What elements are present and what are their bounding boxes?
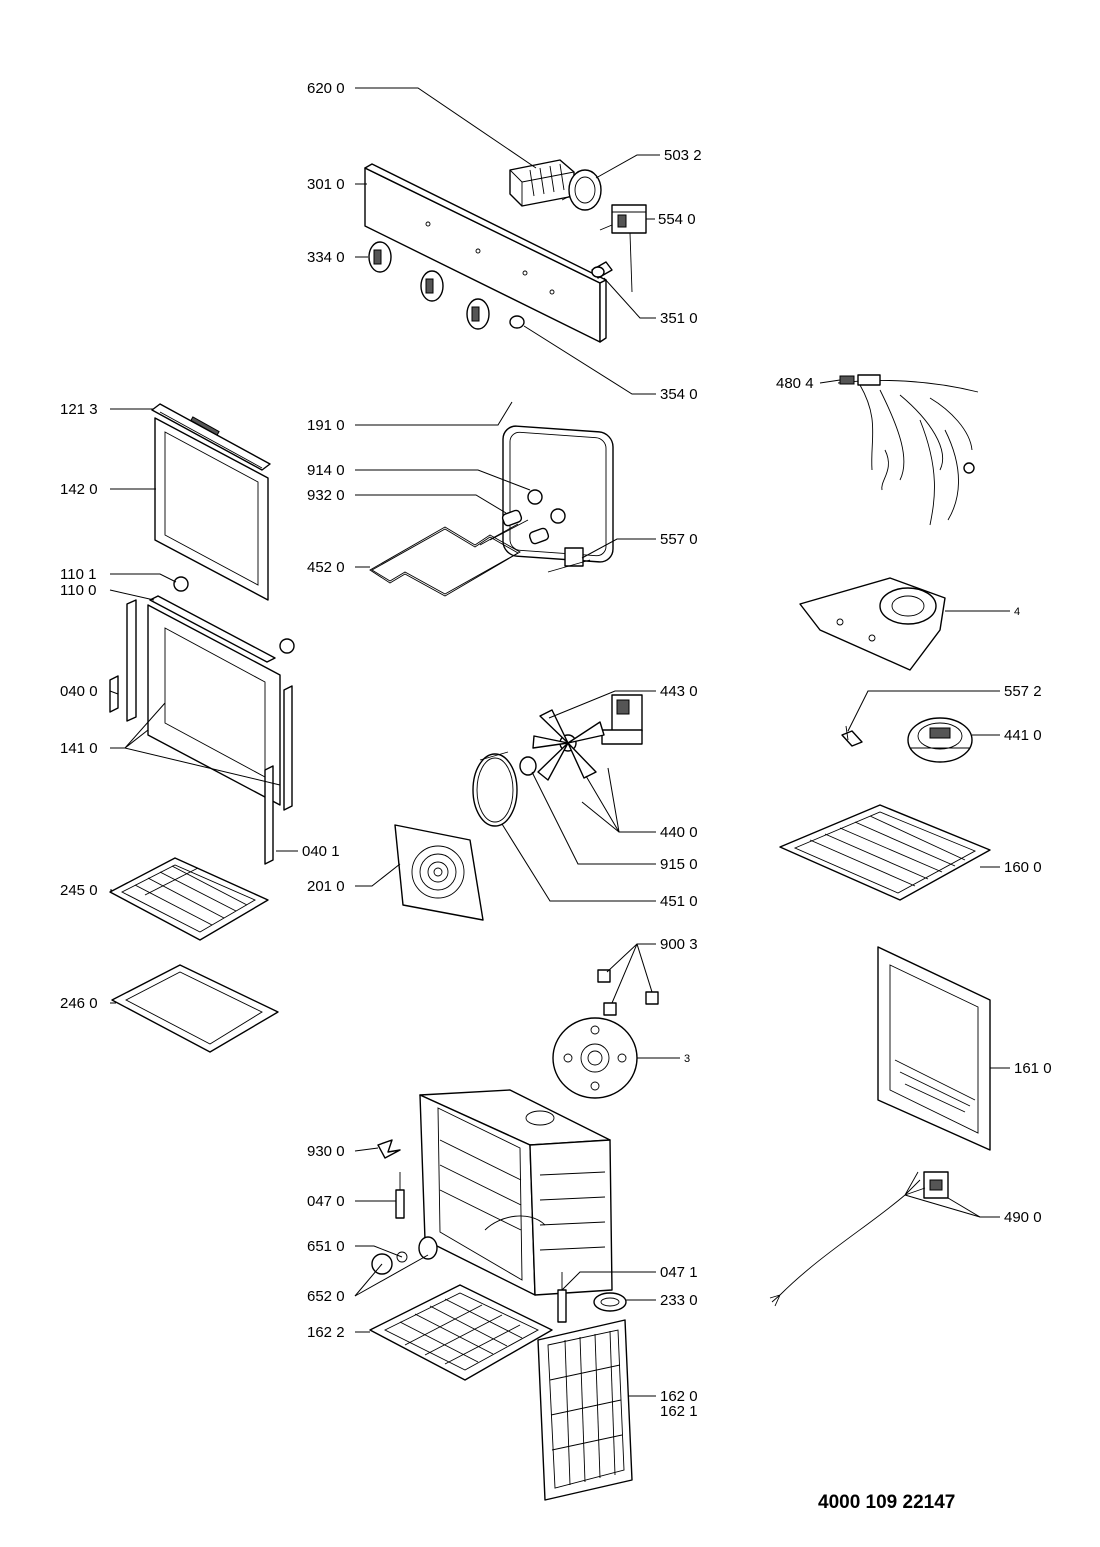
part-drip-tray [111,964,279,1053]
part-fan-cover [394,824,484,921]
label-3: 3 [684,1053,690,1065]
label-141-0: 141 0 [60,740,98,757]
part-catalytic-plate [552,1017,638,1099]
label-162-2: 162 2 [307,1324,345,1341]
part-thermal-cutout [841,725,863,747]
label-915-0: 915 0 [660,856,698,873]
part-oven-cavity [419,1089,613,1296]
part-door-bumper [173,576,295,654]
label-162-1: 162 1 [660,1403,698,1420]
label-142-0: 142 0 [60,481,98,498]
label-233-0: 233 0 [660,1292,698,1309]
label-160-0: 160 0 [1004,859,1042,876]
part-fan-nut [519,756,537,776]
label-620-0: 620 0 [307,80,345,97]
part-shelf-clips [597,969,659,1016]
label-490-0: 490 0 [1004,1209,1042,1226]
part-door-top-profile [151,403,271,471]
part-wire-shelf [779,804,991,901]
part-door-catch [593,1292,627,1312]
label-651-0: 651 0 [307,1238,345,1255]
part-labels: 620 0 301 0 503 2 554 0 334 0 351 0 354 … [60,80,1052,1420]
part-knob-2 [420,270,444,302]
label-246-0: 246 0 [60,995,98,1012]
label-351-0: 351 0 [660,310,698,327]
label-900-3: 900 3 [660,936,698,953]
leader-lines [109,87,1010,1397]
label-301-0: 301 0 [307,176,345,193]
part-thermostat-bulb-holder [547,547,591,573]
label-451-0: 451 0 [660,893,698,910]
part-pilot-lamp [591,261,613,279]
label-040-0: 040 0 [60,683,98,700]
part-fan-blade [532,709,605,781]
part-fan-guard-ring [472,751,518,827]
part-fan-housing [799,577,946,671]
label-191-0: 191 0 [307,417,345,434]
label-121-3: 121 3 [60,401,98,418]
part-rear-panel [877,946,991,1151]
part-bottom-shelf [369,1284,553,1381]
label-4: 4 [1014,606,1020,618]
part-selector-switch [599,204,647,293]
part-thermostat-bracket [377,1139,401,1159]
label-452-0: 452 0 [307,559,345,576]
part-door-inner-glass [147,595,281,806]
label-932-0: 932 0 [307,487,345,504]
part-lamp-holder [395,1172,405,1219]
label-161-0: 161 0 [1014,1060,1052,1077]
label-503-2: 503 2 [664,147,702,164]
part-power-cable [769,1171,949,1307]
label-554-0: 554 0 [658,211,696,228]
part-cooling-fan [907,717,973,763]
part-lamp-cover [371,1236,438,1275]
label-652-0: 652 0 [307,1288,345,1305]
part-door-gasket [502,425,614,563]
label-443-0: 443 0 [660,683,698,700]
part-push-button [509,315,525,329]
part-thermostat-dial [561,169,602,211]
label-040-1: 040 1 [302,843,340,860]
part-knob-1 [368,241,392,273]
label-354-0: 354 0 [660,386,698,403]
part-grill-element-fittings [501,489,566,545]
part-side-panel-rack [537,1319,633,1501]
document-number: 4000 109 22147 [818,1492,955,1513]
part-fan-motor [601,694,643,745]
part-control-panel [364,163,607,343]
label-440-0: 440 0 [660,824,698,841]
label-162-0: 162 0 [660,1388,698,1405]
label-110-0: 110 0 [60,582,96,599]
label-557-2: 557 2 [1004,683,1042,700]
label-914-0: 914 0 [307,462,345,479]
part-door-side-rails [109,599,293,865]
label-110-1: 110 1 [60,566,96,583]
part-knob-3 [466,298,490,330]
part-door-outer-glass [154,417,269,601]
label-441-0: 441 0 [1004,727,1042,744]
part-wiring-harness [837,374,979,526]
label-047-0: 047 0 [307,1193,345,1210]
label-930-0: 930 0 [307,1143,345,1160]
label-201-0: 201 0 [307,878,345,895]
label-334-0: 334 0 [307,249,345,266]
label-480-4: 480 4 [776,375,814,392]
part-baking-rack [109,857,269,941]
label-557-0: 557 0 [660,531,698,548]
label-047-1: 047 1 [660,1264,698,1281]
part-grill-element [369,519,529,597]
label-245-0: 245 0 [60,882,98,899]
